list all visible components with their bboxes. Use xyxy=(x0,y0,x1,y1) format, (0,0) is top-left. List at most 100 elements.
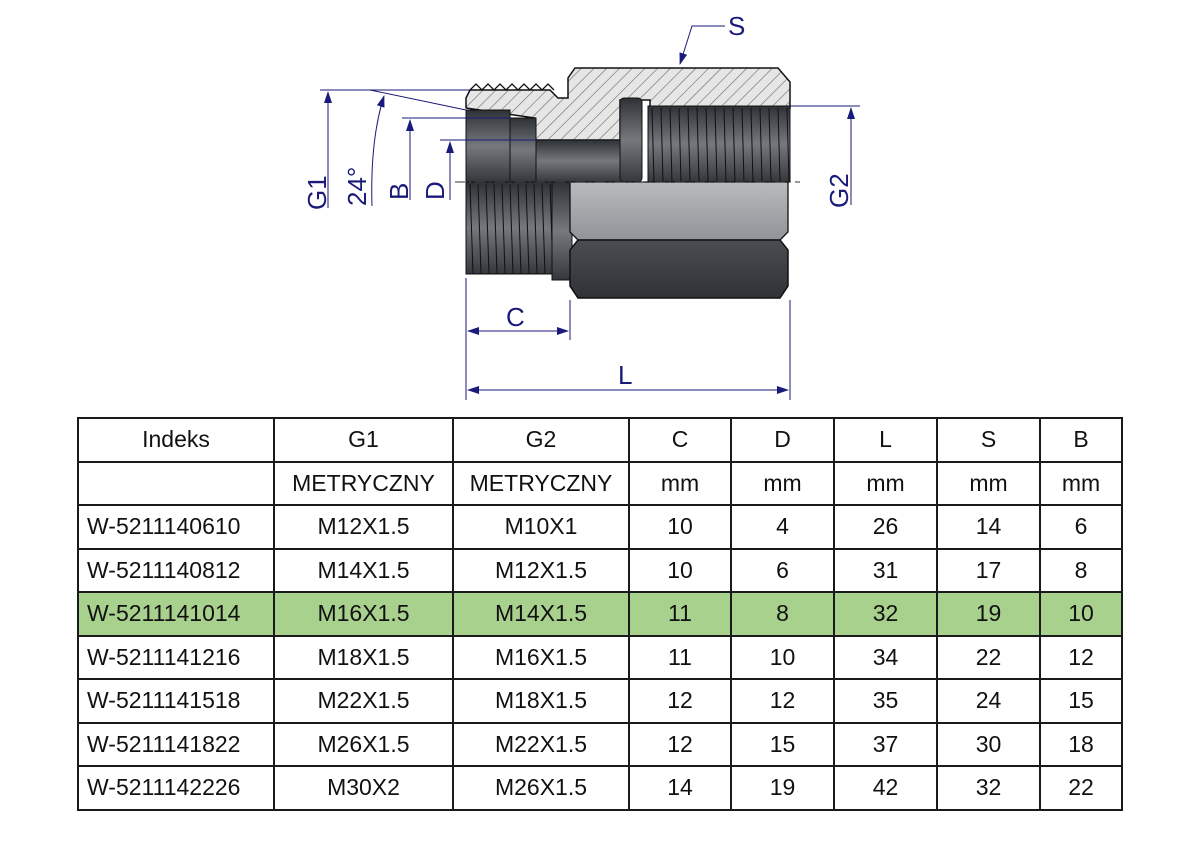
thread-line xyxy=(660,107,664,183)
table-cell: 19 xyxy=(730,765,835,811)
table-cell: 34 xyxy=(833,634,938,680)
table-cell: 12 xyxy=(730,678,835,724)
thread-line xyxy=(678,107,682,183)
undercut-groove xyxy=(619,97,643,183)
table-cell: W-5211140610 xyxy=(77,504,275,550)
table-cell: 22 xyxy=(1039,765,1123,811)
thread-line xyxy=(517,183,522,275)
table-cell: 12 xyxy=(628,721,732,767)
table-cell: M18X1.5 xyxy=(452,678,630,724)
fitting-technical-drawing: S G1 24° B D G2 C L xyxy=(302,11,860,400)
table-cell: M14X1.5 xyxy=(452,591,630,637)
table-cell: METRYCZNY xyxy=(273,460,454,506)
thread-line xyxy=(469,183,474,275)
label-G1: G1 xyxy=(302,175,332,210)
table-cell: 18 xyxy=(1039,721,1123,767)
label-G2: G2 xyxy=(824,173,854,208)
exterior-view xyxy=(465,181,789,299)
table-cell: 10 xyxy=(628,504,732,550)
table-cell: W-5211141014 xyxy=(77,591,275,637)
table-cell: 10 xyxy=(1039,591,1123,637)
table-cell: 10 xyxy=(730,634,835,680)
label-B: B xyxy=(384,183,414,200)
thread-line xyxy=(669,107,673,183)
table-cell: 15 xyxy=(730,721,835,767)
thread-line xyxy=(485,183,490,275)
table-cell: M22X1.5 xyxy=(452,721,630,767)
table-cell: W-5211141518 xyxy=(77,678,275,724)
table-cell: M10X1 xyxy=(452,504,630,550)
table-cell: mm xyxy=(833,460,938,506)
label-L: L xyxy=(618,360,632,390)
thread-relief xyxy=(551,181,573,281)
thread-line xyxy=(477,183,482,275)
table-cell: 32 xyxy=(936,765,1041,811)
thread-line xyxy=(501,183,506,275)
table-cell: L xyxy=(833,417,938,463)
thread-line xyxy=(714,107,718,183)
female-thread xyxy=(647,105,791,183)
seat-cone xyxy=(465,109,511,183)
table-cell: M16X1.5 xyxy=(273,591,454,637)
table-cell: G2 xyxy=(452,417,630,463)
table-cell: M14X1.5 xyxy=(273,547,454,593)
table-cell: W-5211140812 xyxy=(77,547,275,593)
thread-line xyxy=(786,107,790,183)
table-cell: 11 xyxy=(628,591,732,637)
table-cell: C xyxy=(628,417,732,463)
table-cell: 31 xyxy=(833,547,938,593)
table-cell: 17 xyxy=(936,547,1041,593)
table-cell: 42 xyxy=(833,765,938,811)
thread-line xyxy=(525,183,530,275)
table-cell: 10 xyxy=(628,547,732,593)
thread-line xyxy=(651,107,655,183)
table-cell: mm xyxy=(1039,460,1123,506)
table-cell: M26X1.5 xyxy=(452,765,630,811)
label-S: S xyxy=(728,11,745,41)
table-cell: 35 xyxy=(833,678,938,724)
bore xyxy=(535,139,623,183)
label-D: D xyxy=(420,181,450,200)
thread-line xyxy=(732,107,736,183)
table-cell: G1 xyxy=(273,417,454,463)
table-cell: M12X1.5 xyxy=(273,504,454,550)
table-cell: 12 xyxy=(628,678,732,724)
table-cell: W-5211142226 xyxy=(77,765,275,811)
thread-line xyxy=(493,183,498,275)
table-cell: mm xyxy=(628,460,732,506)
thread-line xyxy=(687,107,691,183)
thread-line xyxy=(777,107,781,183)
table-cell: W-5211141216 xyxy=(77,634,275,680)
table-cell: 6 xyxy=(730,547,835,593)
thread-line xyxy=(696,107,700,183)
table-cell: 26 xyxy=(833,504,938,550)
hex-face-light xyxy=(569,181,789,241)
table-cell: 32 xyxy=(833,591,938,637)
table-cell: M18X1.5 xyxy=(273,634,454,680)
thread-line xyxy=(723,107,727,183)
table-cell: METRYCZNY xyxy=(452,460,630,506)
table-cell: 14 xyxy=(936,504,1041,550)
female-thread-lines xyxy=(651,107,790,183)
table-cell: 22 xyxy=(936,634,1041,680)
seat-ring xyxy=(509,117,537,183)
dimensions xyxy=(320,25,860,400)
table-cell: 19 xyxy=(936,591,1041,637)
thread-line xyxy=(768,107,772,183)
section-view xyxy=(465,67,791,183)
table-cell: M22X1.5 xyxy=(273,678,454,724)
table-cell: B xyxy=(1039,417,1123,463)
thread-line xyxy=(705,107,709,183)
table-cell: Indeks xyxy=(77,417,275,463)
table-cell: 8 xyxy=(1039,547,1123,593)
table-cell: 15 xyxy=(1039,678,1123,724)
table-cell: 8 xyxy=(730,591,835,637)
